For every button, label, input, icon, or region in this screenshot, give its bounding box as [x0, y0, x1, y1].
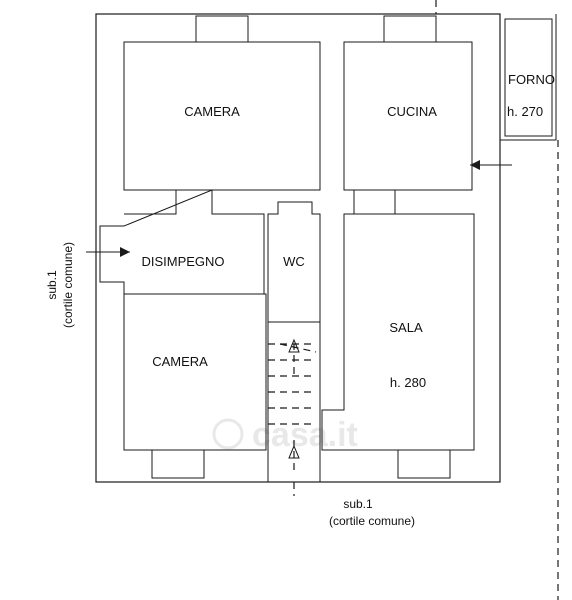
bottom-note-label: (cortile comune) [329, 514, 415, 528]
label-camera-bottom: CAMERA [152, 354, 208, 369]
room-sala [321, 213, 475, 451]
stair-arrow-up-icon [288, 338, 300, 353]
staircase [267, 321, 321, 496]
window-sala [397, 449, 451, 479]
building-outline [95, 13, 501, 483]
label-cucina: CUCINA [387, 104, 437, 119]
left-note-label: (cortile comune) [61, 242, 75, 328]
annex-forno-outer [499, 14, 557, 190]
entry-arrow-disimpegno [86, 247, 130, 257]
room-forno [504, 18, 553, 137]
window-camera-top [195, 15, 249, 43]
entry-arrow-cucina [470, 160, 512, 170]
stair-arrow-entry-icon [288, 444, 300, 459]
left-side-label: sub.1 (cortile comune) [45, 242, 75, 328]
label-camera-top: CAMERA [184, 104, 240, 119]
room-cucina [343, 41, 473, 191]
left-sub-label: sub.1 [45, 270, 59, 300]
label-sala: SALA [389, 320, 423, 335]
label-disimpegno: DISIMPEGNO [141, 254, 224, 269]
room-camera-bottom [123, 293, 267, 451]
watermark: casa.it [212, 416, 358, 454]
doorway-cucina-sala [353, 190, 396, 214]
watermark-text: casa.it [252, 416, 358, 454]
room-disimpegno [99, 189, 265, 295]
bottom-sub-label: sub.1 [343, 497, 373, 511]
room-camera-top [123, 41, 321, 191]
label-sala-height: h. 280 [390, 375, 426, 390]
window-cucina [383, 15, 437, 43]
label-forno-height: h. 270 [507, 104, 543, 119]
label-wc: WC [283, 254, 305, 269]
window-camera-bottom [151, 449, 205, 479]
label-forno: FORNO [508, 72, 555, 87]
